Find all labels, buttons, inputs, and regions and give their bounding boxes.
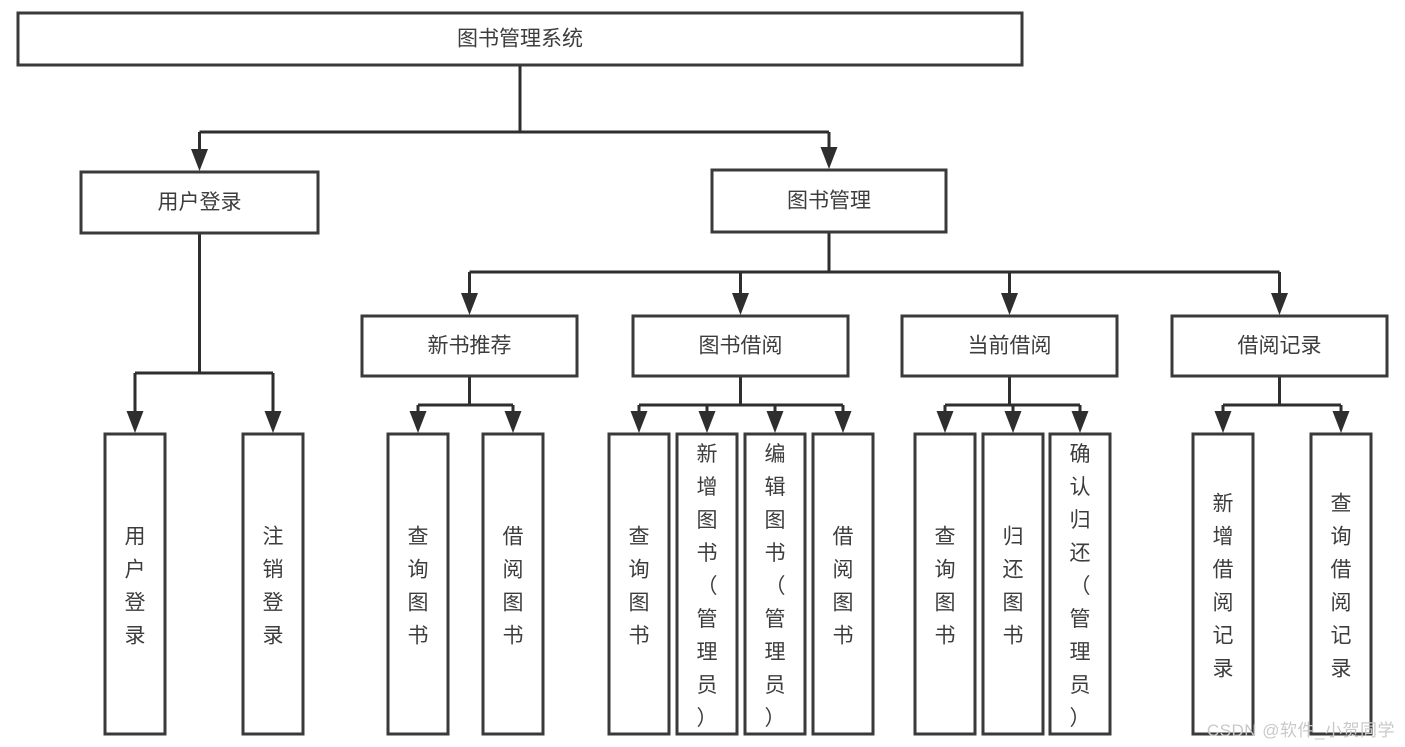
arrow-head bbox=[1332, 411, 1350, 433]
arrow-head bbox=[834, 411, 852, 433]
node-box[interactable] bbox=[1048, 432, 1112, 736]
arrow-head bbox=[461, 293, 478, 315]
node-leaf-bb-query[interactable]: 查询图书 bbox=[607, 432, 671, 736]
node-label: 确认归还（管理员） bbox=[1070, 443, 1091, 730]
arrow-head bbox=[936, 411, 954, 433]
node-box[interactable] bbox=[1191, 432, 1255, 736]
node-box[interactable] bbox=[811, 432, 875, 736]
node-leaf-bb-borrow[interactable]: 借阅图书 bbox=[811, 432, 875, 736]
node-box[interactable] bbox=[16, 11, 1024, 67]
node-label: 图书借阅 bbox=[699, 335, 783, 358]
arrow-head bbox=[264, 411, 282, 433]
node-leaf-br-query[interactable]: 查询借阅记录 bbox=[1309, 432, 1373, 736]
node-leaf-rec-query[interactable]: 查询图书 bbox=[386, 432, 450, 736]
node-label: 当前借阅 bbox=[968, 335, 1052, 358]
node-label: 查询图书 bbox=[935, 526, 956, 648]
node-box[interactable] bbox=[1309, 432, 1373, 736]
arrow-head bbox=[126, 411, 144, 433]
arrow-head bbox=[766, 411, 784, 433]
node-box[interactable] bbox=[743, 432, 807, 736]
connector-group bbox=[126, 233, 282, 433]
node-box[interactable] bbox=[607, 432, 671, 736]
node-leaf-cb-query[interactable]: 查询图书 bbox=[913, 432, 977, 736]
arrow-head bbox=[191, 149, 208, 171]
arrow-head bbox=[698, 411, 716, 433]
node-box[interactable] bbox=[981, 432, 1045, 736]
node-leaf-cb-confirm[interactable]: 确认归还（管理员） bbox=[1048, 432, 1112, 736]
node-label: 新增图书（管理员） bbox=[697, 443, 718, 730]
node-box[interactable] bbox=[631, 314, 850, 378]
node-box[interactable] bbox=[386, 432, 450, 736]
node-label: 查询图书 bbox=[408, 526, 429, 648]
arrow-head bbox=[820, 147, 838, 169]
arrow-head bbox=[1001, 293, 1018, 315]
node-box[interactable] bbox=[103, 432, 167, 736]
connector-group bbox=[1214, 376, 1350, 433]
node-box[interactable] bbox=[710, 168, 948, 234]
node-label: 编辑图书（管理员） bbox=[765, 443, 786, 730]
node-current-borrow[interactable]: 当前借阅 bbox=[900, 314, 1119, 378]
arrow-head bbox=[630, 411, 648, 433]
node-leaf-br-add[interactable]: 新增借阅记录 bbox=[1191, 432, 1255, 736]
node-borrow-record[interactable]: 借阅记录 bbox=[1170, 314, 1389, 378]
node-label: 图书管理 bbox=[787, 190, 871, 213]
node-box[interactable] bbox=[913, 432, 977, 736]
node-label: 借阅记录 bbox=[1238, 335, 1322, 358]
node-box[interactable] bbox=[241, 432, 305, 736]
arrow-head bbox=[504, 411, 522, 433]
arrow-head bbox=[409, 411, 427, 433]
connector-layer bbox=[126, 65, 1350, 433]
node-leaf-user-login[interactable]: 用户登录 bbox=[103, 432, 167, 736]
connector-group bbox=[409, 376, 522, 433]
arrow-head bbox=[1214, 411, 1232, 433]
node-label: 用户登录 bbox=[158, 191, 242, 214]
node-label: 注销登录 bbox=[263, 526, 284, 648]
node-box[interactable] bbox=[360, 314, 579, 378]
arrow-head bbox=[1071, 411, 1089, 433]
node-box[interactable] bbox=[900, 314, 1119, 378]
node-leaf-rec-borrow[interactable]: 借阅图书 bbox=[481, 432, 545, 736]
node-label: 借阅图书 bbox=[833, 526, 854, 648]
node-leaf-cb-return[interactable]: 归还图书 bbox=[981, 432, 1045, 736]
node-label: 查询图书 bbox=[629, 526, 650, 648]
node-box[interactable] bbox=[675, 432, 739, 736]
node-box[interactable] bbox=[1170, 314, 1389, 378]
node-user-login[interactable]: 用户登录 bbox=[79, 170, 320, 235]
node-label: 新增借阅记录 bbox=[1213, 493, 1234, 681]
node-leaf-user-logout[interactable]: 注销登录 bbox=[241, 432, 305, 736]
node-leaf-bb-edit[interactable]: 编辑图书（管理员） bbox=[743, 432, 807, 736]
connector-group bbox=[630, 376, 852, 433]
connector-group bbox=[191, 65, 838, 171]
arrow-head bbox=[1271, 293, 1288, 315]
node-label: 借阅图书 bbox=[503, 526, 524, 648]
node-label: 归还图书 bbox=[1003, 526, 1024, 648]
node-label: 用户登录 bbox=[125, 526, 146, 648]
node-root[interactable]: 图书管理系统 bbox=[16, 11, 1024, 67]
node-box[interactable] bbox=[79, 170, 320, 235]
node-book-borrow[interactable]: 图书借阅 bbox=[631, 314, 850, 378]
node-label: 新书推荐 bbox=[428, 335, 512, 358]
node-box[interactable] bbox=[481, 432, 545, 736]
arrow-head bbox=[732, 293, 749, 315]
arrow-head bbox=[1004, 411, 1022, 433]
connector-group bbox=[936, 376, 1089, 433]
node-new-book-rec[interactable]: 新书推荐 bbox=[360, 314, 579, 378]
node-leaf-bb-add[interactable]: 新增图书（管理员） bbox=[675, 432, 739, 736]
node-label: 查询借阅记录 bbox=[1331, 493, 1352, 681]
connector-group bbox=[461, 232, 1288, 315]
node-book-manage[interactable]: 图书管理 bbox=[710, 168, 948, 234]
node-label: 图书管理系统 bbox=[457, 28, 583, 51]
node-layer: 图书管理系统用户登录图书管理新书推荐图书借阅当前借阅借阅记录用户登录注销登录查询… bbox=[16, 11, 1389, 736]
